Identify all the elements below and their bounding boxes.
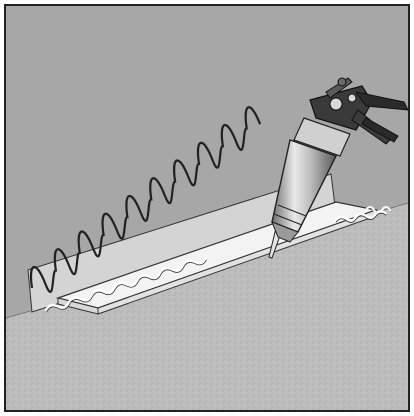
illustration-frame [4, 4, 410, 412]
sealant-application-illustration [6, 6, 410, 412]
